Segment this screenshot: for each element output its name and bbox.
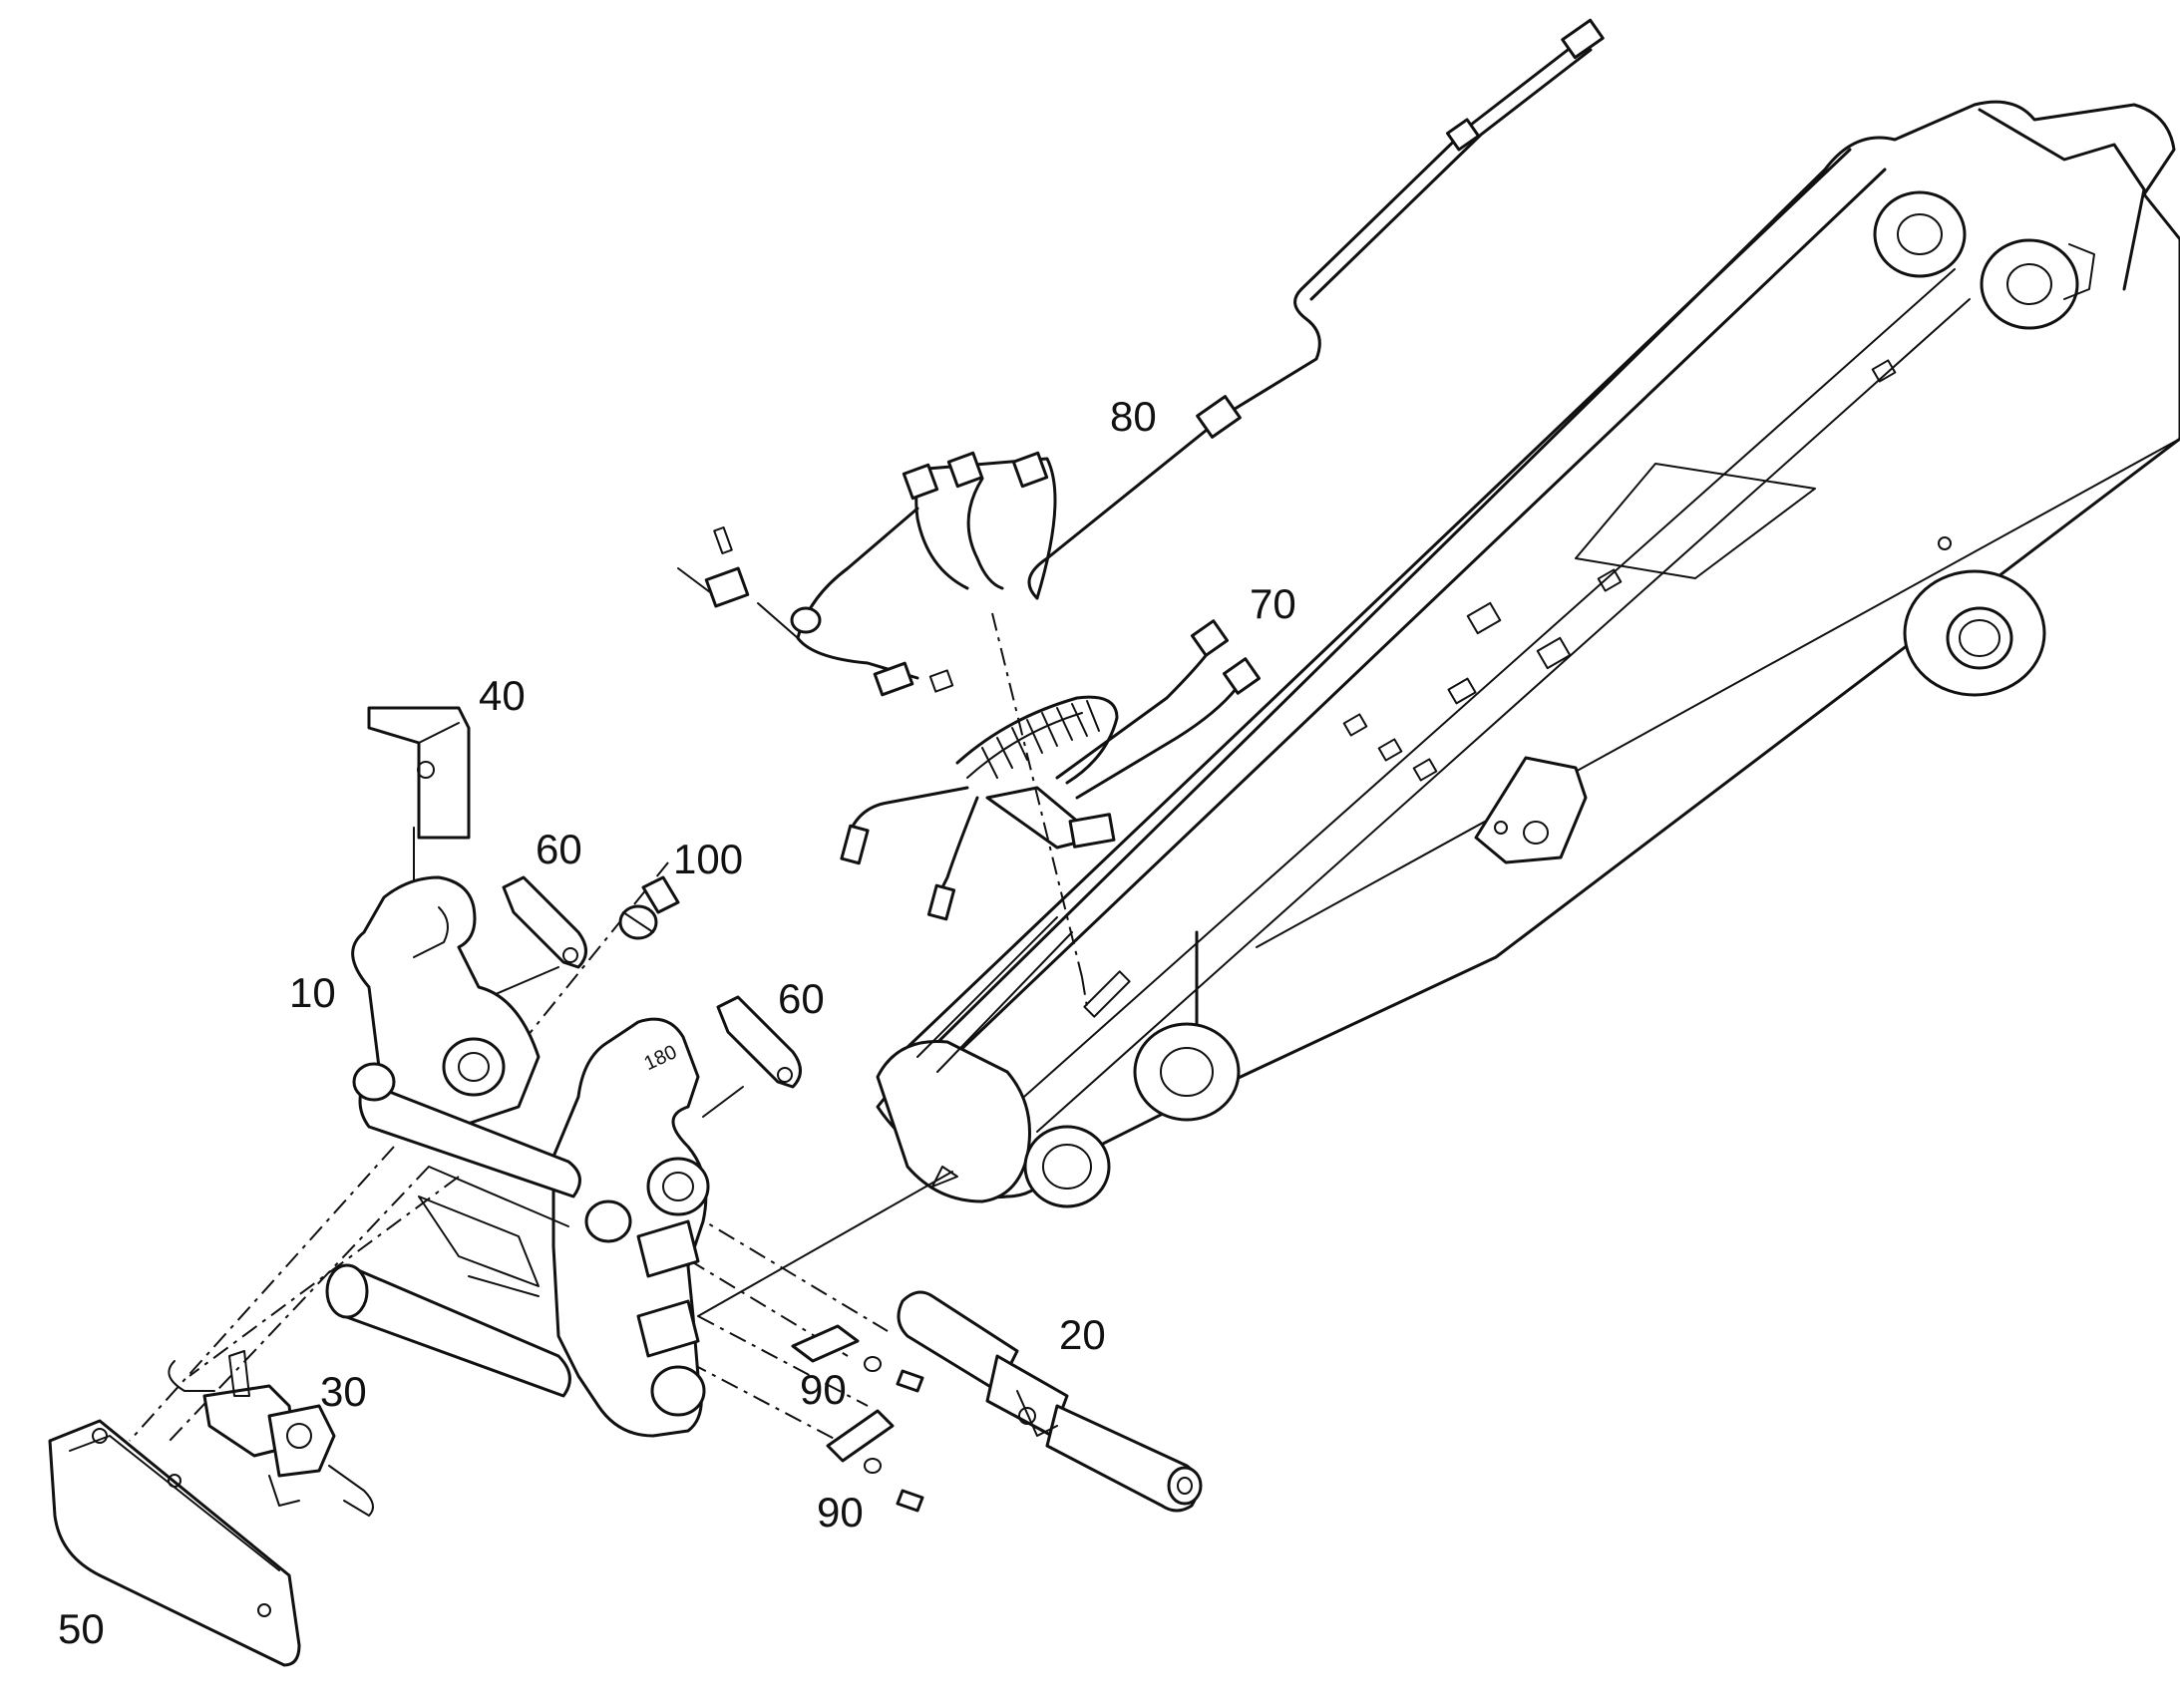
- callout-50: 50: [58, 1605, 105, 1652]
- boom-pads: [1083, 359, 1897, 1018]
- callout-30: 30: [320, 1368, 367, 1415]
- plate-bolt-90-upper: [791, 1324, 924, 1393]
- cylinder-20: [897, 1290, 1203, 1513]
- cover-plate-50: [48, 1419, 301, 1667]
- quick-coupler-10: 180: [325, 875, 710, 1438]
- callout-60-lower: 60: [778, 975, 825, 1022]
- callout-20: 20: [1059, 1311, 1106, 1358]
- boom-arm: [876, 100, 2180, 1208]
- body-pin-boss: [1903, 536, 2046, 697]
- latch-60-lower: [716, 995, 802, 1089]
- callout-80: 80: [1110, 393, 1157, 440]
- callout-40: 40: [479, 672, 526, 719]
- callout-90-upper: 90: [800, 1366, 847, 1413]
- bracket-40: [367, 706, 471, 840]
- callout-70: 70: [1250, 580, 1296, 627]
- latch-60-upper: [502, 875, 587, 969]
- valve-assembly-30: [168, 1350, 374, 1517]
- callout-100: 100: [673, 836, 743, 882]
- callout-60-upper: 60: [536, 826, 582, 872]
- plug-100: [618, 875, 680, 940]
- arm-nose: [876, 916, 1241, 1208]
- callout-90-lower: 90: [817, 1489, 864, 1536]
- callout-10: 10: [289, 969, 336, 1016]
- plate-bolt-90-lower: [826, 1409, 924, 1513]
- hose-kit-70: [840, 619, 1262, 921]
- wiring-harness-80: [677, 18, 1605, 697]
- top-pin-bosses: [1873, 108, 2146, 330]
- side-bracket: [1474, 756, 1588, 864]
